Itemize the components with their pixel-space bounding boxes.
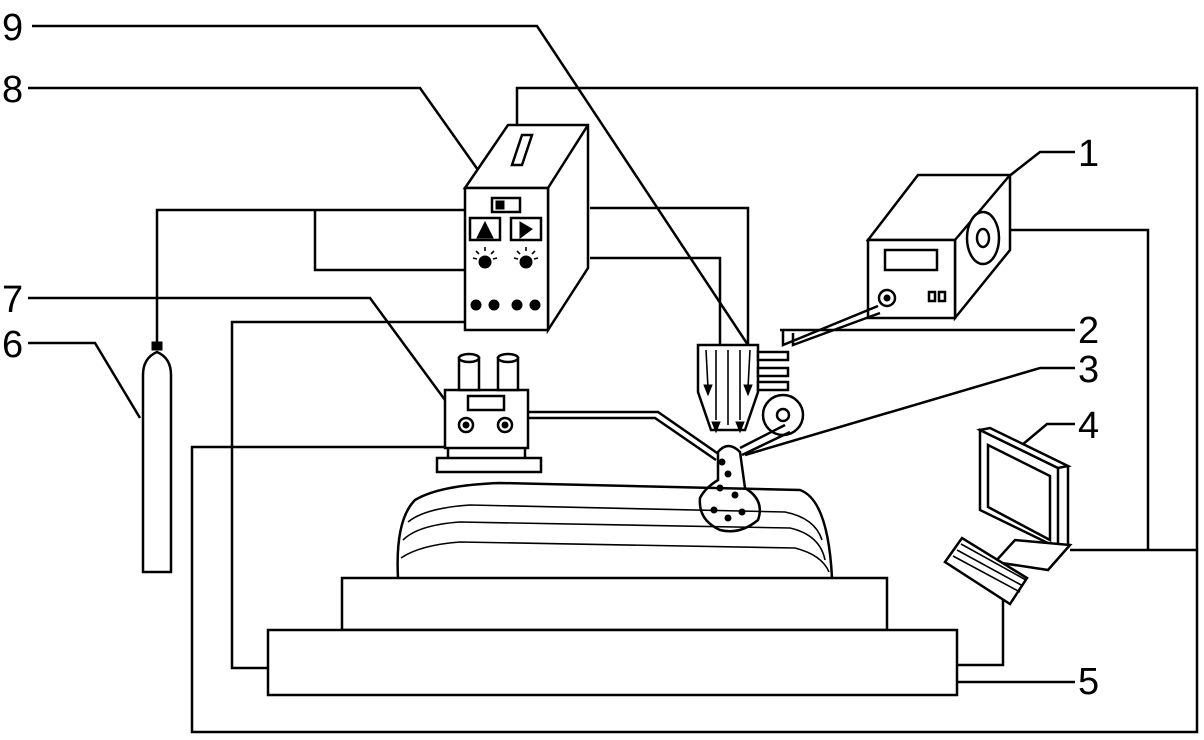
- label-9: 9: [2, 7, 23, 49]
- label-2: 2: [1078, 310, 1099, 352]
- welding-power-supply: [462, 123, 590, 335]
- label-7: 7: [2, 279, 23, 321]
- welding-torch: [696, 304, 881, 457]
- label-6: 6: [2, 324, 23, 366]
- label-5: 5: [1078, 661, 1099, 703]
- label-8: 8: [2, 69, 23, 111]
- workbench: [266, 576, 959, 697]
- label-4: 4: [1078, 405, 1099, 447]
- connection-wires: [155, 86, 1199, 734]
- deposited-layers: [396, 481, 834, 579]
- computer: [943, 426, 1073, 606]
- gas-cylinder: [141, 341, 173, 574]
- label-3: 3: [1078, 349, 1099, 391]
- number-labels: 1 2 3 4 5 6 7 8 9: [2, 7, 1099, 703]
- label-1: 1: [1078, 133, 1099, 175]
- powder-feeder: [435, 352, 543, 474]
- wire-feeder: [865, 173, 1012, 322]
